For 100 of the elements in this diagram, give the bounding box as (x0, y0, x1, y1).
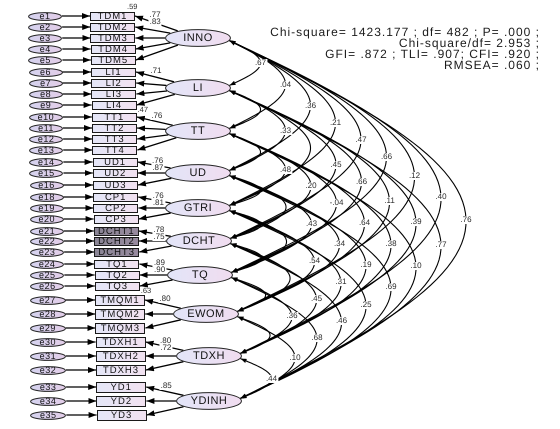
latent-factor-ellipse: TDXH (176, 347, 242, 365)
indicator-box: UD2 (92, 168, 138, 178)
indicator-box: CP2 (93, 204, 138, 212)
loading-arrow (135, 35, 165, 41)
correlation-value: .04 (278, 80, 292, 88)
error-arrow (64, 228, 94, 234)
covariance-arrow (229, 175, 340, 312)
correlation-value: .66 (380, 152, 394, 160)
error-arrow (64, 238, 94, 244)
error-term-ellipse: e9 (28, 100, 63, 110)
loading-arrow (136, 80, 166, 87)
error-arrow (62, 91, 92, 97)
loading-arrow (139, 238, 166, 244)
error-term-ellipse: e11 (29, 124, 63, 132)
latent-factor-ellipse: TQ (167, 266, 233, 284)
correlation-value: .54 (308, 257, 322, 265)
correlation-value: .69 (384, 283, 398, 291)
fit-statistics-text: RMSEA= .060 ; (444, 60, 540, 71)
loading-arrow (146, 361, 184, 372)
indicator-box: TMQM3 (95, 322, 146, 334)
loading-arrow (145, 340, 184, 351)
correlation-value: .46 (334, 317, 348, 325)
correlation-value: .48 (278, 166, 292, 174)
latent-factor-ellipse: UD (165, 164, 231, 182)
error-term-ellipse: e19 (30, 204, 64, 212)
indicator-box: DCHT1 (94, 226, 139, 236)
error-term-ellipse: e34 (30, 396, 66, 406)
correlation-value: .10 (409, 262, 423, 270)
latent-factor-ellipse: YDINH (176, 392, 242, 410)
correlation-value: .25 (359, 300, 373, 308)
correlation-value: .67 (254, 59, 268, 67)
loading-arrow (138, 205, 165, 211)
error-arrow (63, 125, 92, 131)
loading-arrow (138, 178, 172, 186)
correlation-value: .12 (408, 172, 422, 180)
error-term-ellipse: e8 (28, 90, 63, 98)
error-arrow (63, 159, 93, 165)
loading-arrow (138, 170, 165, 176)
error-term-ellipse: e33 (30, 382, 66, 392)
error-arrow (64, 249, 94, 255)
error-term-ellipse: e23 (30, 248, 64, 256)
indicator-box: TDXH3 (96, 364, 146, 376)
correlation-value: .33 (278, 126, 292, 134)
error-term-ellipse: e24 (30, 260, 64, 268)
error-arrow (62, 57, 91, 63)
error-arrow (66, 367, 96, 373)
covariance-arrow (229, 175, 262, 206)
loading-arrow (139, 245, 172, 254)
loading-value: .76 (152, 192, 165, 200)
covariance-arrow (229, 133, 338, 273)
indicator-box: TDM5 (90, 56, 136, 64)
latent-factor-ellipse: TT (165, 122, 231, 140)
error-term-ellipse: e32 (30, 366, 66, 374)
error-term-ellipse: e16 (30, 180, 64, 190)
covariance-arrow (229, 133, 312, 239)
error-term-ellipse: e25 (30, 270, 64, 280)
error-term-ellipse: e18 (30, 192, 64, 202)
loading-arrow (135, 42, 170, 51)
indicator-box: TDXH2 (96, 350, 146, 362)
loading-arrow (135, 25, 170, 34)
indicator-box: TMQM2 (95, 308, 146, 320)
loading-arrow (145, 319, 181, 330)
error-arrow (66, 297, 95, 303)
error-arrow (66, 339, 96, 345)
error-term-ellipse: e20 (30, 214, 64, 224)
error-term-ellipse: e5 (28, 56, 62, 64)
error-arrow (64, 182, 93, 188)
error-arrow (62, 114, 92, 120)
covariance-arrow (229, 133, 286, 206)
latent-factor-ellipse: EWOM (173, 305, 239, 323)
covariance-arrow (237, 316, 296, 399)
correlation-value: -.04 (328, 199, 344, 207)
indicator-box: TT1 (92, 112, 137, 122)
loading-value: .80 (159, 337, 172, 345)
error-arrow (62, 46, 91, 52)
error-arrow (66, 325, 96, 331)
correlation-value: .20 (304, 182, 318, 190)
error-term-ellipse: e14 (29, 158, 64, 166)
error-arrow (66, 384, 96, 390)
loading-value: .76 (151, 157, 164, 165)
error-term-ellipse: e29 (30, 324, 66, 332)
latent-factor-ellipse: GTRI (165, 199, 231, 217)
loading-value: .71 (149, 67, 163, 75)
covariance-arrow (229, 210, 262, 239)
covariance-arrow (229, 90, 262, 129)
error-term-ellipse: e2 (28, 22, 62, 32)
correlation-value: .21 (328, 119, 342, 127)
error-term-ellipse: e21 (30, 226, 64, 236)
error-arrow (62, 13, 90, 19)
error-arrow (64, 216, 94, 222)
error-term-ellipse: e15 (29, 168, 64, 178)
covariance-arrow (229, 133, 366, 312)
error-arrow (64, 283, 95, 289)
error-arrow (66, 398, 96, 404)
indicator-box: TT3 (92, 134, 138, 144)
loading-arrow (144, 298, 181, 309)
correlation-value: .44 (264, 374, 278, 382)
error-term-ellipse: e31 (30, 352, 66, 360)
fit-statistics-text: GFI= .872 ; TLI= .907; CFI= .920 ; (325, 49, 540, 60)
error-arrow (66, 353, 96, 359)
